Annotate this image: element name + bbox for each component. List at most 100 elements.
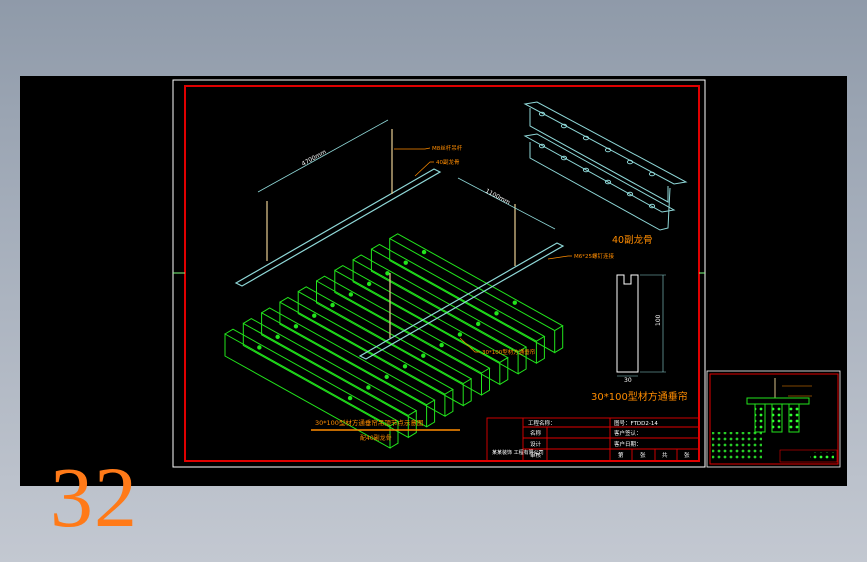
hanger-rods [266, 129, 516, 338]
panel-bar [261, 307, 436, 428]
thumb-keel [746, 397, 810, 405]
panel-connector [421, 249, 427, 255]
keel-detail-web-lower [529, 142, 671, 231]
panel-connector [385, 271, 390, 276]
thumbnail-inner [709, 373, 839, 465]
keel-rails [234, 168, 565, 360]
tb-customer-date: 客户日期： [614, 440, 642, 448]
keel-hole [560, 155, 568, 161]
keel-detail-holes [538, 111, 656, 209]
sheet-inner-border [184, 85, 700, 462]
dim-line-width [457, 177, 556, 230]
leader-panel [459, 337, 480, 353]
profile-dim-width: 30 [624, 377, 632, 384]
thumb-titleblock-fill [810, 452, 834, 460]
panel-bar [389, 233, 564, 354]
cad-drawing: 4700mm 1100mm M8丝杆吊杆 40副龙骨 M6*25螺钉连接 30*… [172, 79, 841, 468]
profile-dim-height: 100 [655, 314, 662, 326]
keel-detail-web-upper [529, 108, 669, 203]
callout-panel: 30*100型材方通垂帘 [482, 348, 536, 356]
drawing-subtitle: 配40副龙骨 [360, 434, 392, 442]
title-block [486, 417, 700, 462]
panel-array [224, 233, 564, 449]
panel-connector [293, 324, 299, 329]
keel-hole [626, 191, 634, 197]
tb-name-label: 名称 [530, 429, 542, 437]
dim-length-text: 4700mm [301, 148, 328, 167]
callout-hanger: M8丝杆吊杆 [432, 144, 463, 152]
title-block-frame [486, 417, 700, 462]
keel-detail-top-flange [523, 101, 688, 185]
panel-connector [476, 321, 481, 327]
tb-cell: 张 [640, 451, 646, 459]
panel-bar [352, 254, 528, 375]
keel-hole [582, 167, 590, 173]
panel-connector [366, 281, 372, 287]
profile-detail-label: 30*100型材方通垂帘 [591, 390, 688, 403]
keel-hole [626, 159, 634, 165]
panel-connector [403, 260, 408, 265]
panel-bar [316, 275, 491, 396]
leader-main-keel [414, 161, 434, 177]
leader-hanger [394, 147, 431, 150]
keel-detail [523, 101, 688, 231]
keel-hole [604, 147, 612, 153]
keel-rail-back [234, 168, 442, 287]
keel-hole [648, 203, 656, 209]
thumb-panel [788, 403, 800, 433]
panel-connector [348, 292, 354, 297]
panel-connector [366, 385, 371, 390]
keel-hole [538, 143, 546, 149]
drawing-title: 30*100型材方通垂帘吊顶节点示意图 [315, 418, 423, 427]
keel-hole [582, 135, 590, 141]
panel-bar [334, 265, 509, 386]
thumb-panel [771, 403, 783, 433]
tb-drawing-no: 图号：FTDD2-14 [614, 419, 658, 427]
leader-connector [547, 255, 572, 260]
dim-width-text: 1100mm [484, 188, 511, 207]
tb-logo: 某某装饰 工程有限公司 [492, 449, 544, 456]
panel-connector [347, 395, 353, 401]
tb-customer-confirm: 客户签认： [614, 429, 642, 437]
panel-connector [275, 334, 280, 340]
tb-check-label: 审核 [530, 451, 542, 459]
page-number: 32 [50, 449, 138, 545]
panel-connector [330, 302, 335, 308]
thumb-titleblock [779, 449, 838, 463]
tb-cell: 张 [684, 451, 690, 459]
keel-hole [604, 179, 612, 185]
panel-connector [457, 332, 463, 337]
keel-rail-front [358, 242, 565, 360]
panel-connector [439, 342, 444, 348]
tb-cell: 第 [618, 451, 624, 459]
tb-project: 工程名称： [528, 419, 556, 427]
keel-detail-bottom-flange [523, 133, 676, 213]
cad-canvas: 4700mm 1100mm M8丝杆吊杆 40副龙骨 M6*25螺钉连接 30*… [20, 76, 847, 540]
panel-connector [512, 300, 517, 305]
tb-cell: 共 [662, 451, 668, 459]
panel-connector [384, 374, 389, 380]
dim-line-length [257, 119, 389, 193]
profile-section [616, 274, 639, 373]
thumbnail-outer [706, 370, 841, 468]
callout-connector: M6*25螺钉连接 [574, 252, 614, 260]
panel-bar [297, 286, 473, 407]
tb-design-label: 设计 [530, 440, 542, 448]
keel-detail-label: 40副龙骨 [612, 234, 653, 246]
profile-detail [616, 274, 666, 377]
thumbnail-preview [706, 370, 841, 468]
panel-connector [421, 353, 426, 358]
panel-connector [312, 313, 317, 318]
keel-hole [538, 111, 546, 117]
panel-connector [402, 364, 408, 369]
callout-main-keel: 40副龙骨 [436, 158, 460, 166]
callout-leaders [394, 147, 572, 353]
dimension-lines [257, 119, 556, 230]
keel-hole [560, 123, 568, 129]
panel-bar [242, 318, 418, 439]
panel-bar [224, 328, 399, 449]
thumb-panel [754, 403, 766, 433]
panel-bar [279, 296, 454, 418]
panel-bar [370, 243, 546, 365]
keel-hole [648, 171, 656, 177]
